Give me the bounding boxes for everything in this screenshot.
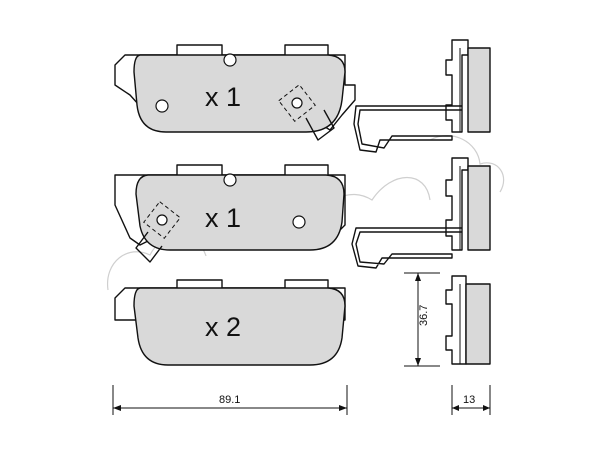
side-view-1-friction	[467, 47, 491, 133]
side-view-3	[445, 275, 491, 365]
side-view-1-backing	[445, 39, 469, 133]
pad-2-hole-left	[156, 214, 168, 226]
side-view-1	[353, 39, 491, 153]
pad-2-quantity: x 1	[205, 203, 241, 233]
pad-1-tab	[305, 109, 335, 141]
pad-1-friction-material	[133, 54, 346, 133]
dimension-width: 89.1	[112, 385, 348, 415]
pad-1-quantity: x 1	[205, 82, 241, 112]
side-view-2	[351, 157, 491, 269]
dimension-height: 36.7	[404, 272, 440, 367]
dimension-thickness-label: 13	[463, 394, 475, 406]
pad-1-hole-right	[291, 97, 303, 109]
pad-2-wear-indicator-zone	[143, 201, 181, 239]
pad-2-backing-plate	[114, 164, 346, 246]
side-view-2-backing	[445, 157, 469, 251]
side-view-1-spring-clip	[353, 105, 462, 153]
pad-3-quantity: x 2	[205, 312, 241, 342]
side-view-3-backing	[445, 275, 467, 365]
pad-2-friction-material	[135, 174, 345, 251]
pad-2-tab	[135, 231, 163, 263]
pad-1-wear-indicator-zone	[278, 84, 316, 122]
side-view-2-friction	[467, 165, 491, 251]
pad-2-hole-top	[223, 173, 237, 187]
dimension-width-label: 89.1	[219, 394, 240, 406]
brake-pad-2: x 1	[114, 164, 346, 263]
dimension-thickness: 13	[451, 385, 491, 415]
brake-pad-1: x 1	[114, 44, 356, 141]
pad-3-friction-material	[133, 287, 346, 366]
side-view-2-spring-clip	[351, 227, 462, 269]
pad-2-hole-right	[292, 215, 306, 229]
brake-pad-3: x 2	[114, 279, 346, 366]
pad-1-hole-top	[223, 53, 237, 67]
side-view-3-friction	[465, 283, 491, 365]
pad-1-hole-left	[155, 99, 169, 113]
dimension-height-label: 36.7	[418, 305, 430, 326]
